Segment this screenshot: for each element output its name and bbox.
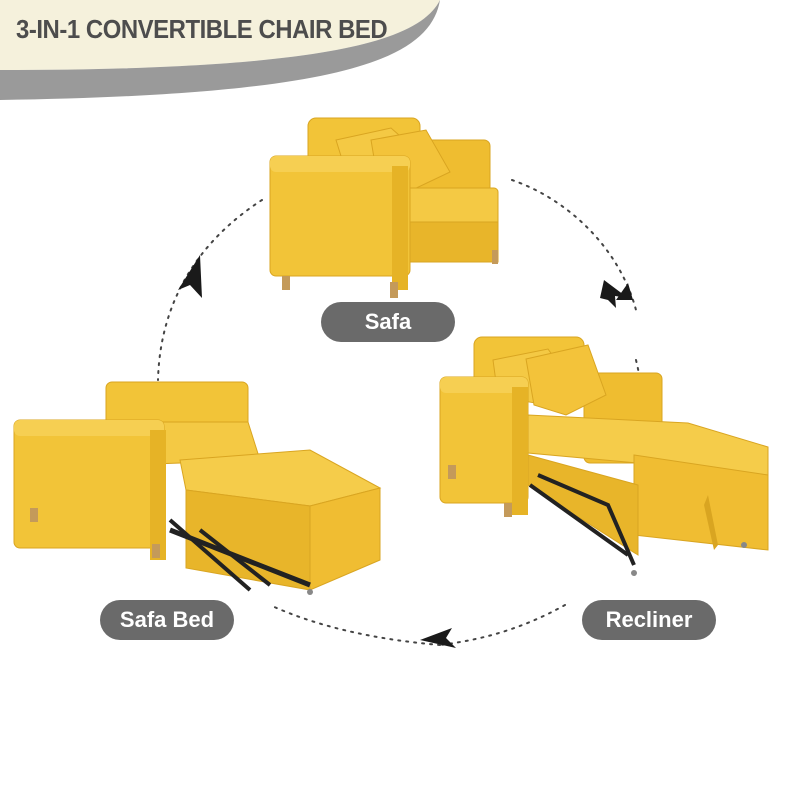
cycle-arrow-icon (178, 255, 633, 648)
sofa-bed-image (13, 381, 382, 595)
sofa-label: Safa (321, 302, 455, 342)
recliner-label: Recliner (582, 600, 716, 640)
sofa-chair-image (269, 117, 499, 298)
recliner-image (439, 336, 769, 576)
page-title: 3-IN-1 CONVERTIBLE CHAIR BED (16, 14, 388, 44)
sofa-bed-label: Safa Bed (100, 600, 234, 640)
title-banner (0, 0, 440, 100)
